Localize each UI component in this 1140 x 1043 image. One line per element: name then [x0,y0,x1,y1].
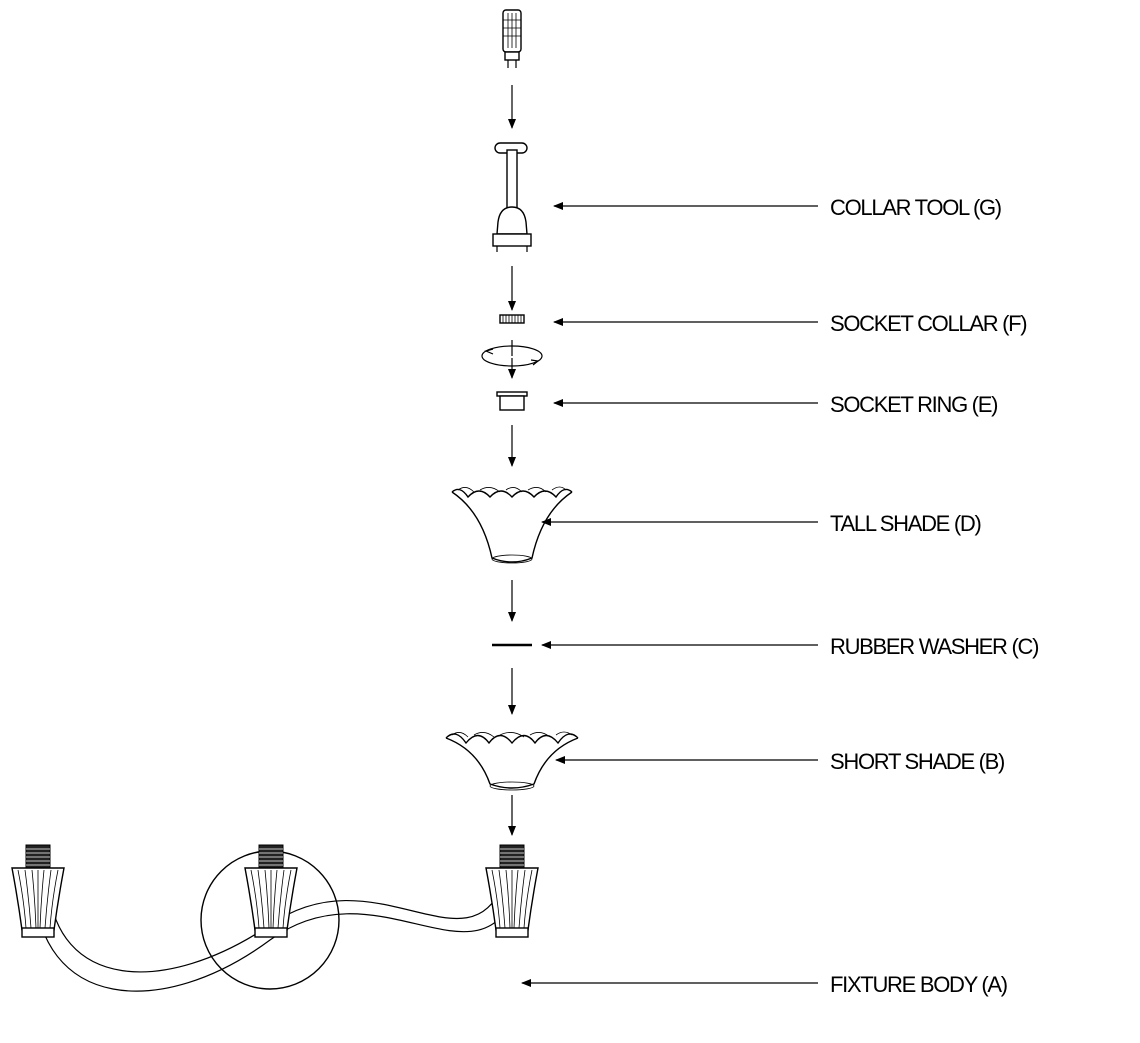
label-fixture-body: FIXTURE BODY (A) [830,972,1007,997]
label-collar-tool: COLLAR TOOL (G) [830,195,1001,220]
label-rubber-washer: RUBBER WASHER (C) [830,634,1038,659]
fixture-body-part [11,844,539,992]
collar-tool-part [492,142,532,252]
short-shade-part [445,731,579,791]
rotate-icon [481,340,543,367]
socket-ring-part [496,391,528,411]
socket-cup-center [244,844,298,938]
label-tall-shade: TALL SHADE (D) [830,511,981,536]
tall-shade-part [451,486,573,564]
socket-cup-right [485,844,539,938]
socket-collar-part [499,314,525,324]
leader-lines [521,202,818,987]
label-socket-ring: SOCKET RING (E) [830,392,997,417]
label-socket-collar: SOCKET COLLAR (F) [830,311,1026,336]
bulb-part [502,9,522,68]
socket-cup-left [11,844,65,938]
label-short-shade: SHORT SHADE (B) [830,749,1004,774]
